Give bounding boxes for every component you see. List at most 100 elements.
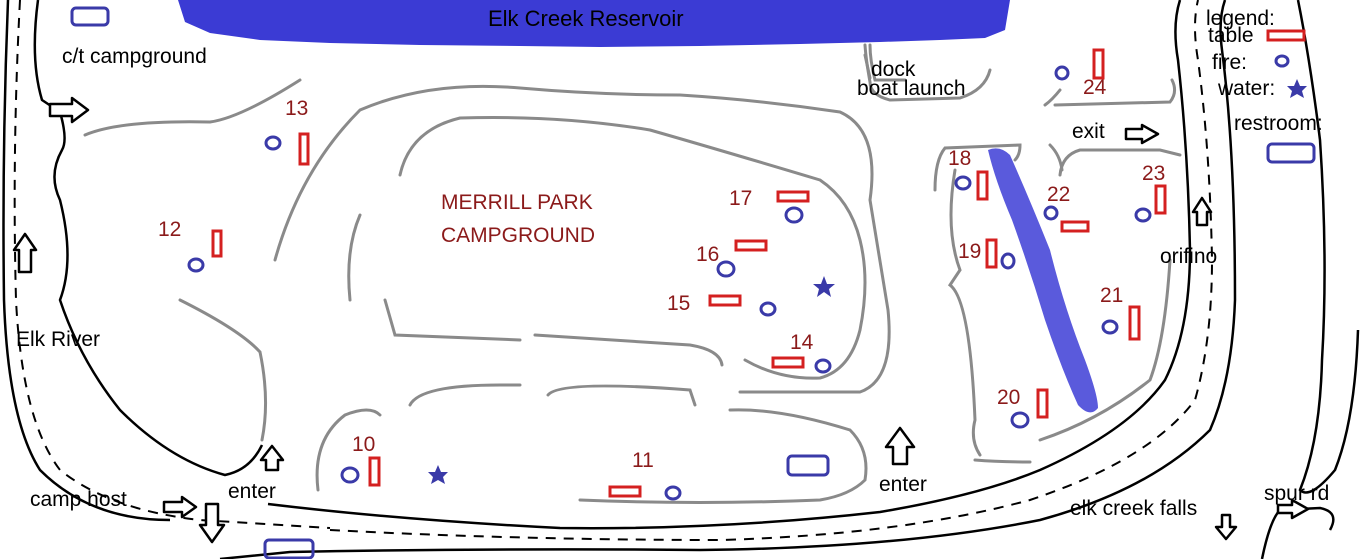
fire-ring-icon (954, 175, 972, 191)
arrow-up-icon (259, 444, 285, 472)
table-icon (1128, 305, 1141, 341)
fire-ring-icon (814, 358, 832, 374)
site-number: 10 (352, 433, 375, 456)
legend-title: legend: (1206, 7, 1275, 30)
legend-table-icon (1266, 29, 1306, 42)
legend-table-label: table (1208, 24, 1254, 47)
site-number: 21 (1100, 284, 1123, 307)
park-name-line2: CAMPGROUND (441, 224, 595, 247)
fire-ring-icon (716, 260, 736, 278)
water-star-icon (813, 276, 835, 297)
left-road-inner (33, 0, 264, 477)
table-icon (1036, 388, 1049, 419)
loop-dock (863, 43, 992, 102)
fire-ring-icon (340, 466, 360, 484)
arrow-up-icon (1191, 196, 1213, 227)
table-icon (1154, 184, 1167, 215)
boat-launch-label: boat launch (857, 77, 966, 100)
left-road-outer (2, 0, 171, 522)
loop-inner-left (347, 213, 724, 367)
legend-restroom-icon (1266, 142, 1316, 164)
arrow-up-icon (884, 426, 916, 466)
restroom-icon (263, 538, 315, 559)
fire-ring-icon (264, 135, 282, 151)
table-icon (776, 190, 810, 203)
orifino-label: orifino (1160, 245, 1217, 268)
enter-label-right: enter (879, 473, 927, 496)
elk-river-label: Elk River (16, 328, 100, 351)
table-icon (608, 485, 642, 498)
site-number: 22 (1047, 183, 1070, 206)
table-icon (1060, 220, 1090, 233)
exit-label: exit (1072, 120, 1105, 143)
table-icon (976, 170, 989, 201)
arrow-down-icon (198, 502, 226, 544)
table-icon (1092, 48, 1105, 80)
table-icon (368, 456, 381, 487)
site-number: 19 (958, 240, 981, 263)
legend-restroom-label: restroom: (1234, 112, 1323, 135)
fire-ring-icon (1043, 205, 1059, 221)
left-road-centerline (13, 0, 331, 529)
table-icon (298, 132, 310, 166)
site-number: 15 (667, 292, 690, 315)
loop-lower-left (315, 408, 382, 492)
water-star-icon (428, 465, 448, 484)
site-number: 17 (729, 187, 752, 210)
table-icon (211, 229, 223, 258)
restroom-icon (70, 6, 110, 27)
legend-water-star-icon (1287, 79, 1307, 98)
fire-ring-icon (1000, 252, 1016, 270)
elk-creek-falls-label: elk creek falls (1070, 497, 1197, 520)
table-icon (771, 356, 805, 369)
site-number: 13 (285, 97, 308, 120)
fire-ring-icon (1054, 65, 1070, 81)
arrow-right-icon (48, 96, 90, 124)
site-number: 23 (1142, 162, 1165, 185)
legend: legend: table fire: water: restroom: (1206, 7, 1323, 164)
fire-ring-icon (187, 257, 205, 273)
legend-fire-icon (1274, 54, 1290, 68)
table-icon (708, 294, 742, 307)
loop-right-sites (863, 43, 1182, 192)
reservoir-label: Elk Creek Reservoir (488, 6, 684, 31)
enter-label-left: enter (228, 480, 276, 503)
arrow-right-icon (1276, 498, 1310, 520)
elk-creek-reservoir-water (178, 0, 1010, 47)
arrow-down-icon (1214, 513, 1238, 541)
elk-creek-stream (988, 148, 1098, 413)
site-number: 12 (158, 218, 181, 241)
legend-fire-label: fire: (1212, 51, 1247, 74)
bottom-road-upper (267, 0, 1192, 530)
site-number: 14 (790, 331, 814, 354)
site-number: 24 (1083, 76, 1107, 99)
dock-label: dock (871, 58, 916, 81)
spur-rd-label: spur rd (1264, 482, 1329, 505)
loop-right-bottom (973, 258, 1172, 464)
loop-bottom (408, 168, 982, 504)
site-number: 18 (948, 147, 971, 170)
restroom-icon (786, 454, 830, 477)
site-number: 11 (632, 449, 654, 472)
loop-outer (273, 84, 891, 394)
right-edge-road (1296, 0, 1360, 494)
fire-ring-icon (1010, 411, 1030, 429)
fire-ring-icon (1134, 207, 1152, 223)
legend-water-label: water: (1217, 77, 1275, 100)
fire-ring-icon (1101, 319, 1119, 335)
site-number: 16 (696, 243, 719, 266)
camp-host-label: camp host (30, 488, 127, 511)
bottom-road-lower (219, 0, 1237, 559)
table-icon (985, 238, 998, 269)
loop-inner (398, 116, 867, 380)
arrow-up-icon (12, 232, 38, 274)
bottom-road-centerline (329, 0, 1214, 542)
table-icon (734, 239, 768, 252)
park-name-line1: MERRILL PARK (441, 191, 593, 214)
fire-ring-icon (759, 301, 777, 317)
fire-ring-icon (784, 206, 804, 224)
ct-campground-label: c/t campground (62, 45, 207, 68)
arrow-right-icon (1124, 123, 1160, 145)
arrow-right-icon (162, 495, 198, 519)
